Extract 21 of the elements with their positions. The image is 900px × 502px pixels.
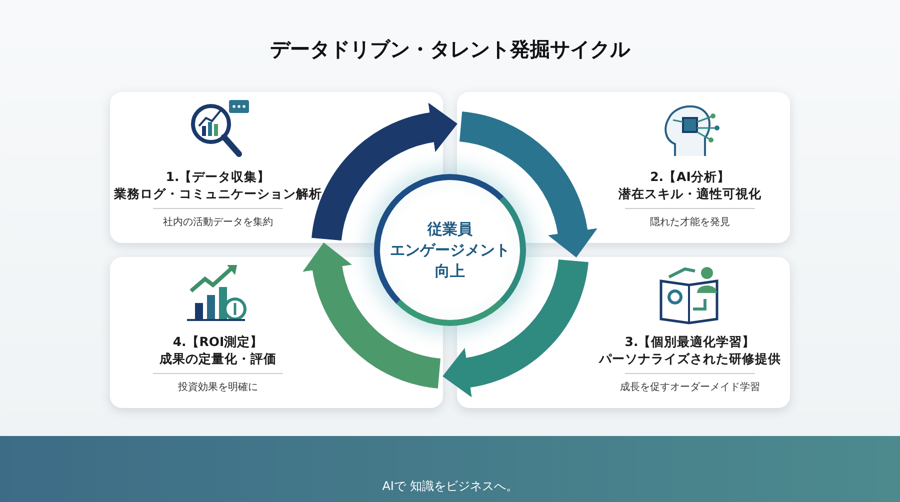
step-description: 隠れた才能を発見 [650, 216, 730, 229]
diagram-title: データドリブン・タレント発掘サイクル [270, 37, 630, 61]
center-text: 向上 [435, 260, 465, 282]
step-heading: 1.【データ収集】 [166, 168, 270, 185]
cycle-arrow [302, 242, 442, 388]
step-heading: 4.【ROI測定】 [172, 333, 264, 350]
cycle-arrow [458, 112, 598, 258]
step-heading: 成果の定量化・評価 [160, 350, 276, 367]
step-heading: 潜在スキル・適性可視化 [618, 185, 762, 202]
step-heading: 2.【AI分析】 [650, 168, 730, 185]
cycle-arrow [442, 258, 588, 398]
step-heading: 3.【個別最適化学習】 [624, 333, 756, 350]
step-heading: 業務ログ・コミュニケーション解析 [114, 185, 322, 202]
center-text: エンゲージメント [390, 240, 510, 260]
step-heading: パーソナライズされた研修提供 [599, 350, 781, 367]
cycle-arrow [312, 102, 458, 242]
step-description: 成長を促すオーダーメイド学習 [620, 380, 760, 394]
step-description: 投資効果を明確に [178, 380, 258, 394]
tagline: AIで 知識をビジネスへ。 [381, 478, 519, 495]
step-description: 社内の活動データを集約 [163, 216, 273, 229]
center-text: 従業員 [428, 218, 472, 240]
